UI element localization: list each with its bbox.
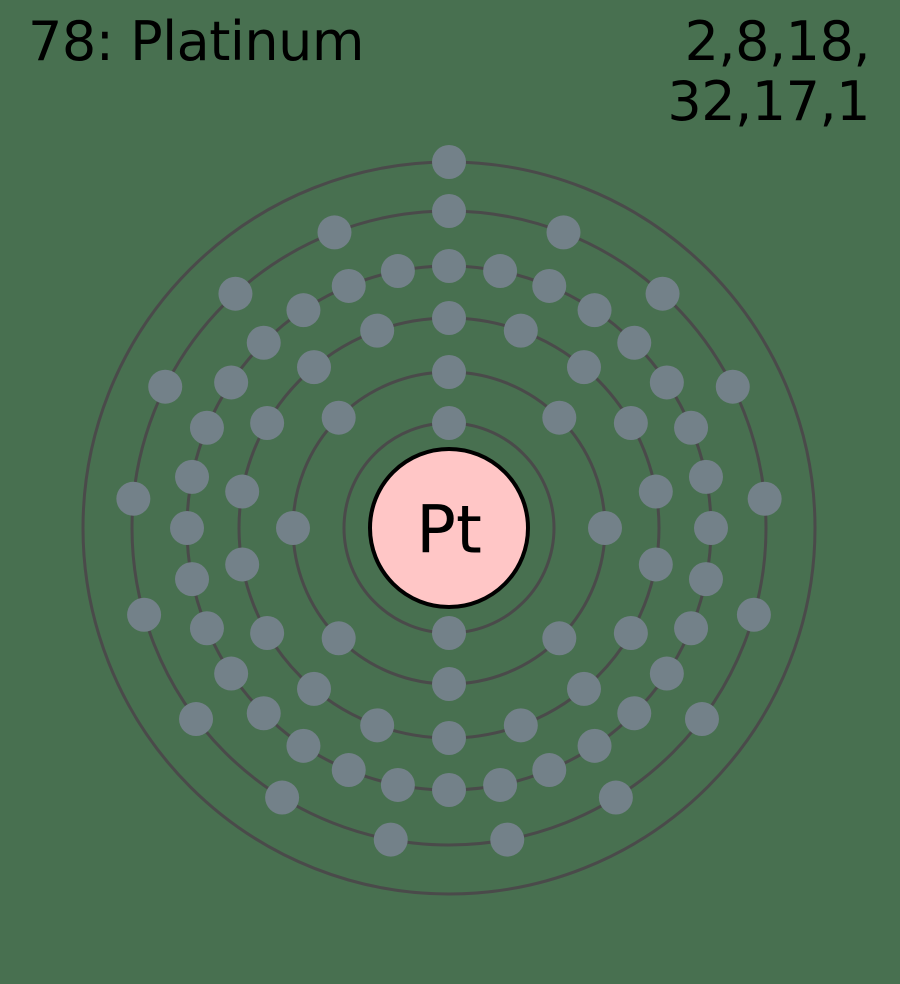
electron-shell-4-22	[214, 656, 249, 691]
electron-shell-5-3	[645, 276, 680, 311]
electron-shell-4-5	[617, 325, 652, 360]
electron-shell-6-1	[432, 145, 466, 179]
page-title: 78: Platinum	[28, 10, 364, 73]
electron-shell-3-3	[566, 350, 601, 385]
electron-shell-4-18	[380, 767, 415, 802]
nucleus: Pt	[368, 447, 530, 609]
electron-shell-5-11	[265, 780, 300, 815]
electron-shell-2-4	[542, 621, 577, 656]
electron-shell-2-5	[432, 667, 466, 701]
electron-shell-2-2	[542, 400, 577, 435]
shell-configuration-line-2: 32,17,1	[667, 70, 870, 134]
electron-shell-5-6	[736, 597, 771, 632]
electron-shell-4-14	[577, 728, 612, 763]
electron-shell-2-7	[276, 511, 310, 545]
electron-shell-3-8	[566, 671, 601, 706]
electron-shell-4-12	[649, 656, 684, 691]
electron-shell-5-17	[317, 215, 352, 250]
electron-shell-5-13	[127, 597, 162, 632]
shell-configuration-line-1: 2,8,18,	[684, 10, 871, 73]
electron-shell-4-9	[694, 511, 728, 545]
electron-shell-5-10	[373, 822, 408, 857]
electrons-group	[116, 145, 782, 857]
electron-shell-5-15	[148, 369, 183, 404]
electron-shell-4-31	[331, 268, 366, 303]
electron-shell-3-10	[432, 721, 466, 755]
nucleus-circle	[368, 447, 530, 609]
electron-shell-4-17	[432, 773, 466, 807]
electron-shell-5-5	[747, 481, 782, 516]
electron-shell-4-16	[483, 767, 518, 802]
electron-shell-5-14	[116, 481, 151, 516]
electron-shell-4-29	[246, 325, 281, 360]
electron-shell-5-4	[715, 369, 750, 404]
element-symbol-label: Pt	[416, 492, 482, 569]
electron-shell-4-15	[532, 753, 567, 788]
electron-shell-5-16	[218, 276, 253, 311]
electron-shell-3-17	[297, 350, 332, 385]
electron-shell-3-4	[613, 406, 648, 440]
electron-shell-2-1	[432, 355, 466, 389]
electron-shell-3-12	[297, 671, 332, 706]
electron-shell-3-16	[250, 406, 285, 440]
electron-shell-3-7	[613, 616, 648, 650]
electron-shell-4-27	[189, 410, 224, 445]
electron-shell-5-8	[598, 780, 633, 815]
electron-shell-3-14	[225, 547, 260, 582]
electron-shell-4-32	[380, 254, 415, 289]
electron-shell-4-23	[189, 611, 224, 646]
electron-shell-3-15	[225, 474, 260, 509]
electron-shell-3-5	[638, 474, 673, 509]
shell-configuration-label: 2,8,18,32,17,1	[667, 10, 871, 134]
electron-shell-3-11	[360, 708, 395, 743]
electron-shell-4-13	[617, 696, 652, 731]
electron-shell-3-2	[503, 313, 538, 348]
electron-shell-3-6	[638, 547, 673, 582]
electron-shell-3-9	[503, 708, 538, 743]
electron-shell-5-12	[179, 702, 214, 737]
electron-shell-2-3	[588, 511, 622, 545]
electron-shell-5-7	[684, 702, 719, 737]
electron-shell-4-7	[674, 410, 709, 445]
electron-shell-4-4	[577, 293, 612, 328]
electron-shell-4-1	[432, 249, 466, 283]
electron-shell-3-18	[360, 313, 395, 348]
electron-shell-2-6	[321, 621, 356, 656]
electron-shell-4-10	[688, 562, 723, 597]
electron-shell-3-1	[432, 301, 466, 335]
electron-shell-4-26	[175, 459, 210, 494]
electron-shell-4-20	[286, 728, 321, 763]
electron-shell-4-24	[175, 562, 210, 597]
electron-shell-3-13	[250, 616, 285, 650]
electron-shell-4-6	[649, 365, 684, 400]
electron-shell-4-25	[170, 511, 204, 545]
electron-shell-4-2	[483, 254, 518, 289]
electron-shell-1-1	[432, 406, 466, 440]
electron-shell-4-21	[246, 696, 281, 731]
electron-shell-1-2	[432, 616, 466, 650]
electron-shell-4-11	[674, 611, 709, 646]
electron-shell-4-30	[286, 293, 321, 328]
electron-shell-4-19	[331, 753, 366, 788]
electron-shell-5-9	[490, 822, 525, 857]
electron-shell-4-3	[532, 268, 567, 303]
electron-shell-2-8	[321, 400, 356, 435]
electron-shell-5-2	[546, 215, 581, 250]
electron-shell-5-1	[432, 194, 466, 228]
electron-shell-4-8	[688, 459, 723, 494]
electron-shell-4-28	[214, 365, 249, 400]
